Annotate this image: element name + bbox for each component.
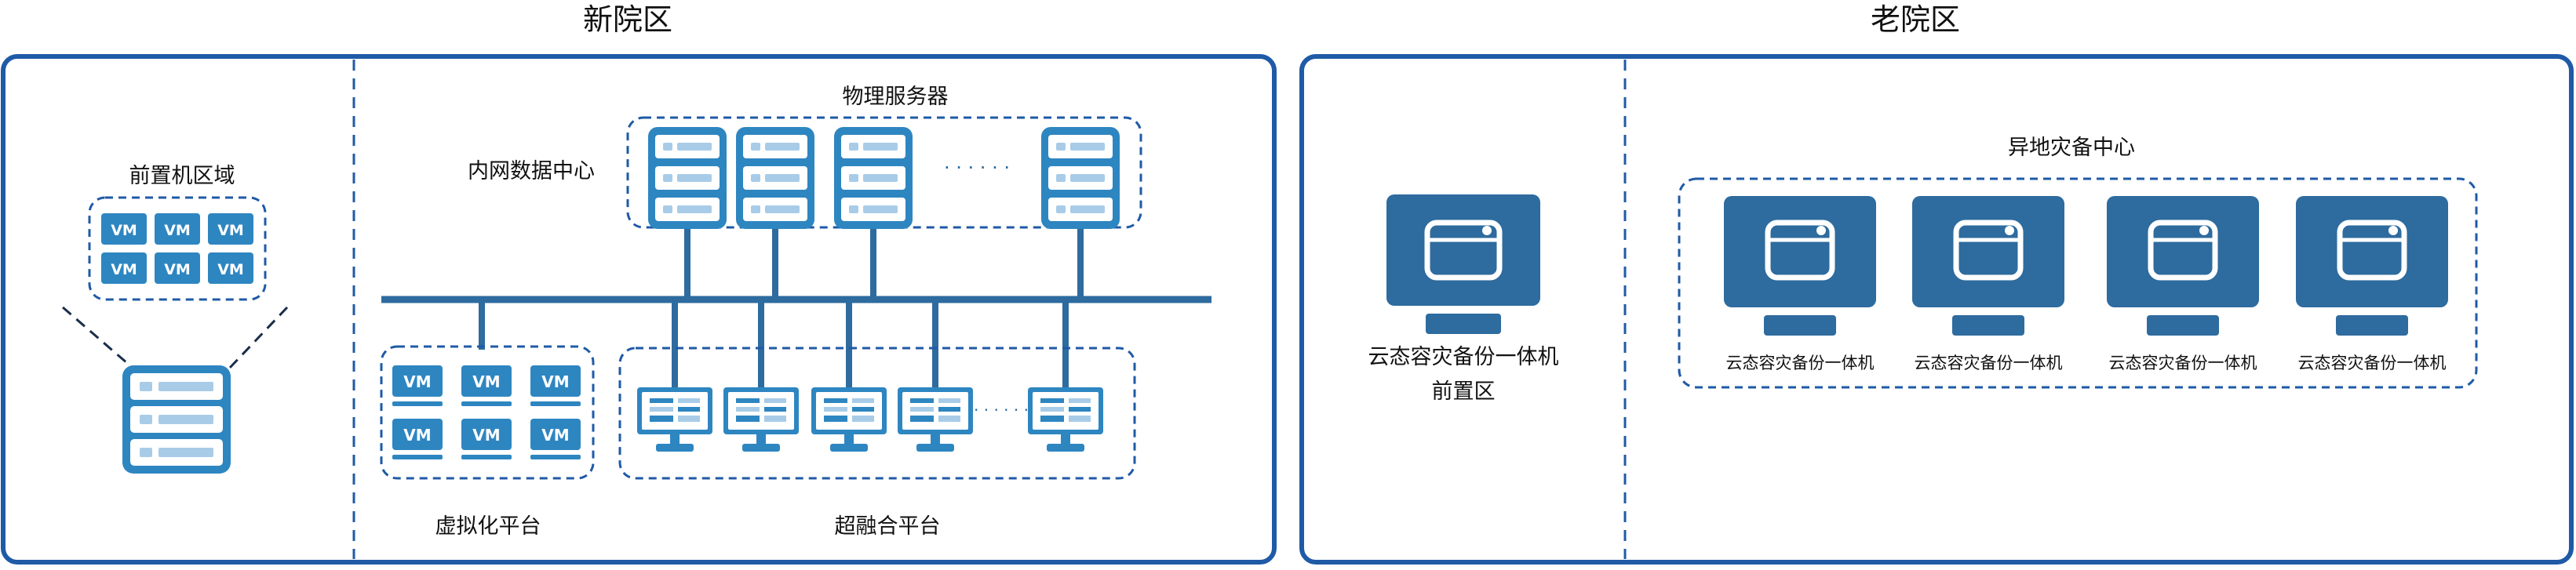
vm-icon: VM xyxy=(392,365,443,406)
front-region-box xyxy=(88,196,267,301)
offsite-appliance-label: 云态容灾备份一体机 xyxy=(2109,354,2257,372)
offsite-appliance-label: 云态容灾备份一体机 xyxy=(2298,354,2447,372)
offsite-appliance-icon xyxy=(2107,196,2259,336)
front-server-icon xyxy=(122,365,231,474)
offsite-appliance-icon xyxy=(1912,196,2064,336)
hci-ellipsis: · · · · · · xyxy=(974,401,1029,419)
vm-icon: VM xyxy=(392,419,443,459)
physical-servers-label: 物理服务器 xyxy=(843,85,949,109)
old-campus-frame xyxy=(1299,54,2574,565)
hci-node-icon xyxy=(1028,387,1103,452)
vm-icon: VM xyxy=(101,252,147,284)
physical-server-icon xyxy=(648,127,727,229)
offsite-appliance-label: 云态容灾备份一体机 xyxy=(1726,354,1875,372)
hci-platform-label: 超融合平台 xyxy=(835,514,941,539)
vm-icon: VM xyxy=(155,252,200,284)
svg-text:VM: VM xyxy=(541,372,569,391)
new-campus-frame xyxy=(1,54,1277,565)
virtual-platform-vm-grid: VM VM VM VM VM VM xyxy=(392,365,581,459)
hci-node-icon xyxy=(723,387,799,452)
bus-downlinks xyxy=(479,300,1069,387)
offsite-center-label: 异地灾备中心 xyxy=(2008,136,2135,160)
offsite-appliance-icon xyxy=(2296,196,2448,336)
zoom-line-right xyxy=(228,306,289,370)
svg-text:VM: VM xyxy=(217,222,244,239)
intranet-label: 内网数据中心 xyxy=(468,159,595,183)
svg-text:VM: VM xyxy=(472,372,500,391)
offsite-center-box xyxy=(1678,177,2478,389)
physical-server-icon xyxy=(1041,127,1120,229)
physical-servers-ellipsis: · · · · · · xyxy=(944,157,1010,179)
front-appliance-icon xyxy=(1386,194,1540,334)
physical-servers-box xyxy=(626,116,1142,229)
front-region-vm-grid: VM VM VM VM VM VM xyxy=(101,213,253,284)
vm-icon: VM xyxy=(208,213,253,245)
svg-text:VM: VM xyxy=(164,261,191,278)
svg-text:VM: VM xyxy=(403,372,431,391)
vm-icon: VM xyxy=(155,213,200,245)
virtual-platform-box xyxy=(380,345,595,480)
vm-icon: VM xyxy=(208,252,253,284)
svg-text:VM: VM xyxy=(403,426,431,445)
new-campus-title: 新院区 xyxy=(583,2,672,37)
hci-platform-box xyxy=(618,347,1136,480)
svg-text:VM: VM xyxy=(111,222,137,239)
virtual-platform-label: 虚拟化平台 xyxy=(435,514,541,539)
physical-server-icon xyxy=(736,127,814,229)
old-campus-title: 老院区 xyxy=(1871,2,1960,37)
vm-icon: VM xyxy=(530,365,581,406)
vm-icon: VM xyxy=(530,419,581,459)
svg-text:VM: VM xyxy=(217,261,244,278)
front-region-label: 前置机区域 xyxy=(129,164,235,188)
offsite-appliance-label: 云态容灾备份一体机 xyxy=(1915,354,2063,372)
svg-text:VM: VM xyxy=(472,426,500,445)
offsite-appliance-icon xyxy=(1724,196,1876,336)
front-appliance-label-line2: 前置区 xyxy=(1432,379,1496,404)
svg-text:VM: VM xyxy=(541,426,569,445)
vm-icon: VM xyxy=(461,419,512,459)
hci-node-icon xyxy=(637,387,712,452)
vm-icon: VM xyxy=(461,365,512,406)
svg-text:VM: VM xyxy=(164,222,191,239)
vm-icon: VM xyxy=(101,213,147,245)
front-appliance-label-line1: 云态容灾备份一体机 xyxy=(1368,345,1559,369)
server-uplinks xyxy=(684,220,1084,298)
hci-node-icon xyxy=(898,387,973,452)
svg-text:VM: VM xyxy=(111,261,137,278)
hci-node-icon xyxy=(811,387,887,452)
zoom-line-left xyxy=(62,306,134,370)
physical-server-icon xyxy=(834,127,913,229)
